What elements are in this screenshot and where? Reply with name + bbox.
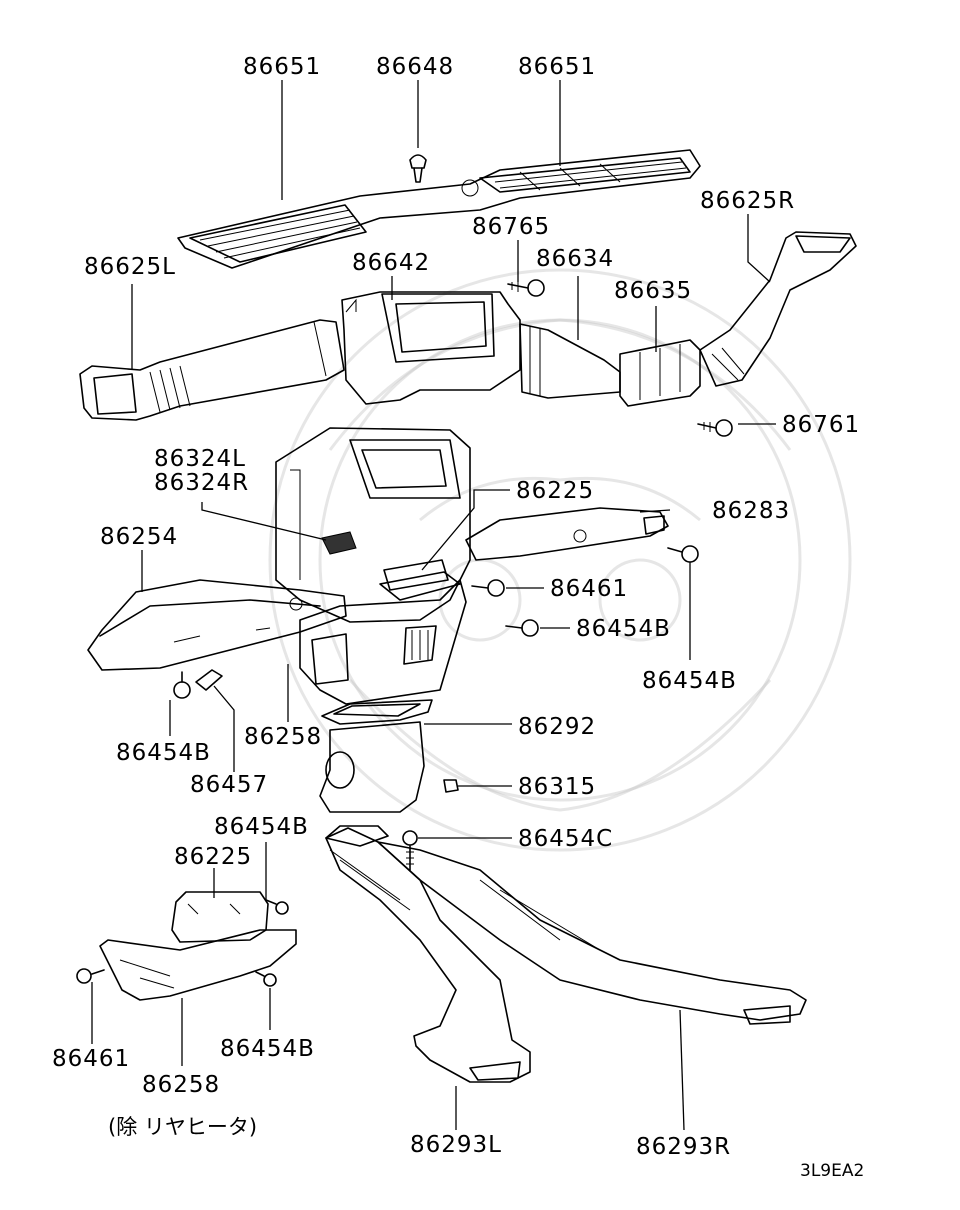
clip-icon [409, 154, 427, 183]
label-86454B-center: 86454B [214, 814, 309, 840]
connector-86634 [519, 323, 621, 399]
label-86454B-mid: 86454B [576, 616, 671, 642]
label-86625R: 86625R [700, 188, 795, 214]
clip-86457-icon [195, 669, 223, 691]
screw-86461-lower-icon [76, 968, 105, 984]
label-86461-upper: 86461 [550, 576, 628, 602]
label-86283: 86283 [712, 498, 790, 524]
screw-86454B-left-icon [173, 671, 191, 699]
rear-duct-left [325, 827, 531, 1083]
right-bracket-duct [465, 507, 669, 561]
center-joint [341, 291, 521, 405]
bracket-86225-lower [171, 891, 269, 943]
screw-86454B-right-icon [667, 545, 699, 563]
bracket-86225-upper [383, 559, 449, 591]
callout-labels: 86651 86648 86651 86625R 86625L 86642 86… [52, 54, 864, 1181]
heater-outlet [319, 721, 425, 813]
label-86454C: 86454C [518, 826, 613, 852]
screw-86761-icon [697, 419, 733, 437]
connector-86635 [619, 339, 701, 407]
label-86324R: 86324R [154, 470, 249, 496]
screw-86454B-mid-icon [505, 619, 539, 637]
label-86461-lower: 86461 [52, 1046, 130, 1072]
bracket-86324-icon [321, 531, 357, 555]
note-except-rear-heater: (除 リヤヒータ) [108, 1115, 257, 1139]
label-86293L: 86293L [410, 1132, 502, 1158]
label-86225-lower: 86225 [174, 844, 252, 870]
cover-86258-lower [99, 929, 297, 1001]
label-86254: 86254 [100, 524, 178, 550]
label-86761: 86761 [782, 412, 860, 438]
plug-86315-icon [443, 779, 459, 793]
label-86454B-left: 86454B [116, 740, 211, 766]
label-86293R: 86293R [636, 1134, 731, 1160]
label-86457: 86457 [190, 772, 268, 798]
screw-86765-icon [507, 279, 545, 297]
screw-86461-upper-icon [471, 579, 505, 597]
screw-86454B-center-icon [265, 899, 289, 915]
top-grille-assembly [177, 149, 701, 269]
lower-housing-upper [299, 571, 467, 705]
label-86651-right: 86651 [518, 54, 596, 80]
left-side-duct [87, 579, 347, 671]
label-86258-upper: 86258 [244, 724, 322, 750]
screw-86454B-lower-icon [255, 971, 277, 987]
heater-housing [275, 427, 471, 623]
label-86651-left: 86651 [243, 54, 321, 80]
rear-duct-adapter [325, 825, 389, 847]
left-upper-duct [79, 319, 345, 421]
screw-86454C-icon [402, 830, 418, 871]
label-86635: 86635 [614, 278, 692, 304]
right-upper-duct [699, 231, 857, 387]
label-86258-lower: 86258 [142, 1072, 220, 1098]
label-86454B-lower: 86454B [220, 1036, 315, 1062]
label-86634: 86634 [536, 246, 614, 272]
label-86648: 86648 [376, 54, 454, 80]
label-86765: 86765 [472, 214, 550, 240]
gasket-86292 [321, 699, 433, 725]
label-86642: 86642 [352, 250, 430, 276]
label-86324L: 86324L [154, 446, 246, 472]
rear-duct-right [377, 841, 807, 1025]
label-86315: 86315 [518, 774, 596, 800]
label-86454B-right: 86454B [642, 668, 737, 694]
diagram-code: 3L9EA2 [800, 1161, 864, 1181]
label-86625L: 86625L [84, 254, 176, 280]
watermark-emblem [268, 268, 852, 852]
label-86292: 86292 [518, 714, 596, 740]
label-86225-upper: 86225 [516, 478, 594, 504]
leader-lines [91, 80, 776, 1131]
